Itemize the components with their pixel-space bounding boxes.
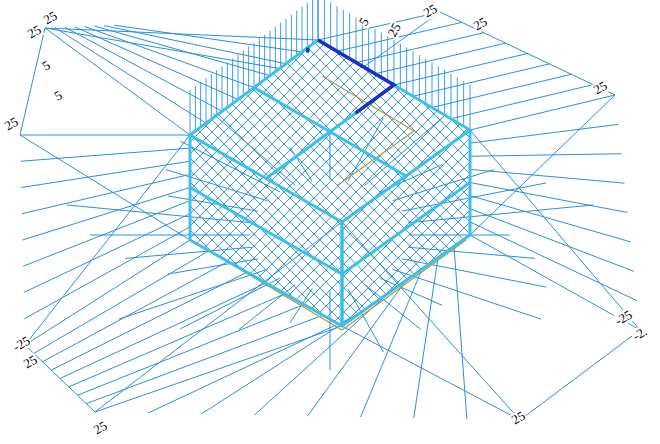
- dimension-label: 5: [39, 58, 53, 74]
- dimension-label: 25: [24, 22, 44, 42]
- slope-planes: [20, 12, 640, 420]
- dimension-label: -2.: [630, 324, 651, 344]
- dimension-label: 25: [508, 408, 528, 428]
- dimension-label: 25: [384, 20, 404, 40]
- dimension-label: 25: [420, 1, 440, 21]
- dimension-label: 25: [590, 78, 610, 98]
- dimension-label: 25: [40, 8, 60, 28]
- inner-outline: [196, 76, 466, 330]
- dimension-label: 5: [356, 15, 372, 29]
- cage-frame: [190, 40, 470, 326]
- dimension-label: 25: [90, 418, 110, 438]
- dimension-label: 25: [2, 114, 22, 134]
- dimension-label: 25: [470, 14, 490, 34]
- dimension-label: 25: [20, 352, 40, 372]
- starter-bars: [190, 0, 470, 135]
- top-bars: [308, 40, 394, 113]
- dimension-label: -25: [10, 333, 34, 355]
- dimension-label: 5: [51, 88, 65, 104]
